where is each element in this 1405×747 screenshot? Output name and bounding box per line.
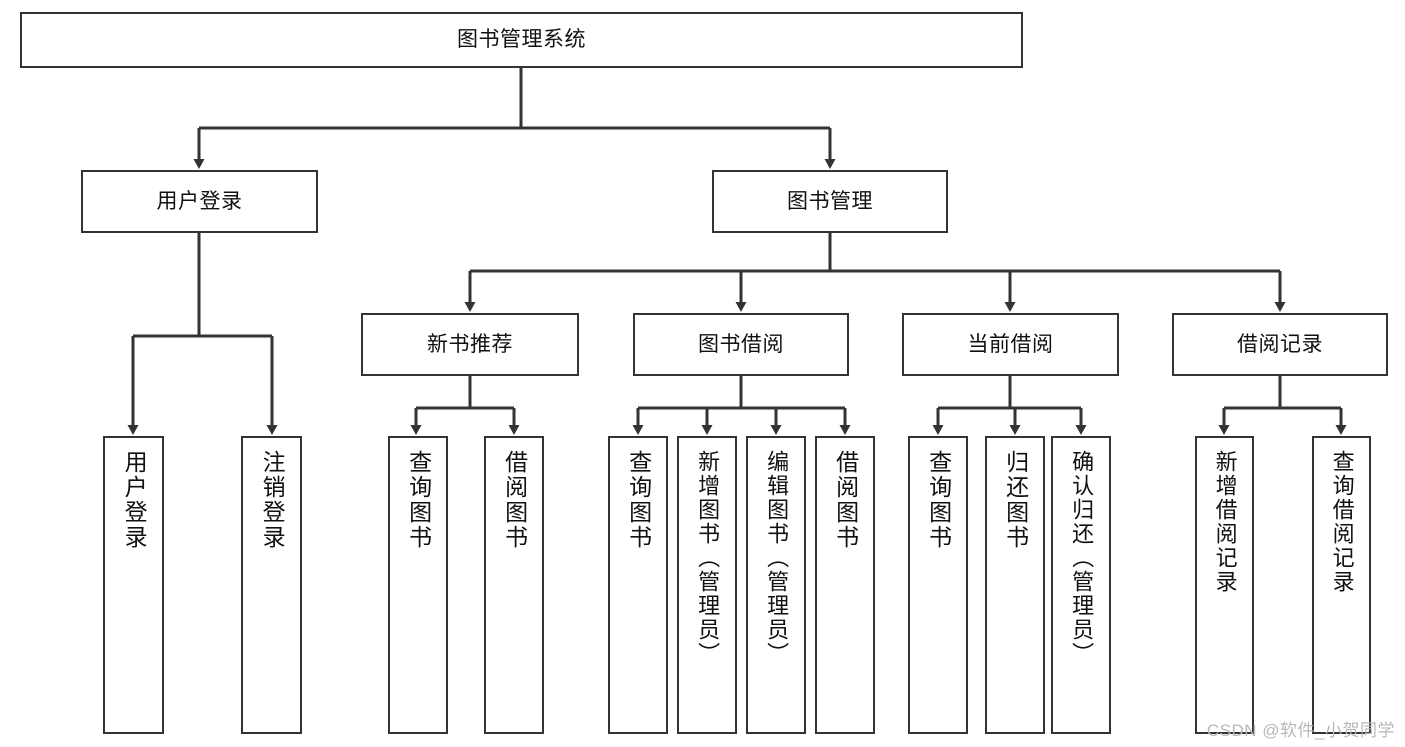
node-leaf-query-book-3[interactable]: 查询图书	[908, 436, 968, 734]
node-leaf-logout-login-label: 注销登录	[259, 450, 286, 550]
node-book-manage-label: 图书管理	[787, 189, 873, 213]
node-leaf-add-book[interactable]: 新增图书（管理员）	[677, 436, 737, 734]
node-leaf-confirm-return-label: 确认归还（管理员）	[1069, 450, 1095, 666]
node-root-label: 图书管理系统	[457, 28, 586, 52]
node-leaf-user-login-label: 用户登录	[121, 450, 148, 550]
node-leaf-return-book[interactable]: 归还图书	[985, 436, 1045, 734]
node-leaf-edit-book-label: 编辑图书（管理员）	[764, 450, 790, 666]
node-leaf-borrow-book-1[interactable]: 借阅图书	[484, 436, 544, 734]
node-leaf-add-record-label: 新增借阅记录	[1212, 450, 1238, 594]
node-leaf-borrow-book-1-label: 借阅图书	[501, 450, 528, 550]
node-current-borrow[interactable]: 当前借阅	[902, 313, 1119, 376]
node-root[interactable]: 图书管理系统	[20, 12, 1023, 68]
node-leaf-logout-login[interactable]: 注销登录	[241, 436, 302, 734]
node-borrow-record[interactable]: 借阅记录	[1172, 313, 1388, 376]
node-book-borrow-label: 图书借阅	[698, 332, 784, 356]
node-book-borrow[interactable]: 图书借阅	[633, 313, 849, 376]
node-leaf-borrow-book-2[interactable]: 借阅图书	[815, 436, 875, 734]
node-new-book-rec-label: 新书推荐	[427, 332, 513, 356]
node-leaf-borrow-book-2-label: 借阅图书	[832, 450, 859, 550]
node-leaf-query-book-2[interactable]: 查询图书	[608, 436, 668, 734]
node-current-borrow-label: 当前借阅	[967, 332, 1054, 356]
node-leaf-add-book-label: 新增图书（管理员）	[695, 450, 721, 666]
node-borrow-record-label: 借阅记录	[1237, 332, 1323, 356]
node-leaf-query-record[interactable]: 查询借阅记录	[1312, 436, 1371, 734]
node-new-book-rec[interactable]: 新书推荐	[361, 313, 579, 376]
node-leaf-edit-book[interactable]: 编辑图书（管理员）	[746, 436, 806, 734]
node-leaf-query-book-2-label: 查询图书	[625, 450, 652, 550]
node-user-login[interactable]: 用户登录	[81, 170, 318, 233]
node-leaf-query-book-1[interactable]: 查询图书	[388, 436, 448, 734]
node-user-login-label: 用户登录	[156, 189, 243, 213]
node-leaf-add-record[interactable]: 新增借阅记录	[1195, 436, 1254, 734]
node-leaf-query-book-3-label: 查询图书	[925, 450, 952, 550]
node-leaf-query-record-label: 查询借阅记录	[1329, 450, 1355, 594]
watermark-text: CSDN @软件_小贺同学	[1206, 721, 1395, 740]
node-leaf-return-book-label: 归还图书	[1002, 450, 1029, 550]
node-leaf-query-book-1-label: 查询图书	[405, 450, 432, 550]
node-leaf-user-login[interactable]: 用户登录	[103, 436, 164, 734]
node-leaf-confirm-return[interactable]: 确认归还（管理员）	[1051, 436, 1111, 734]
node-book-manage[interactable]: 图书管理	[712, 170, 948, 233]
